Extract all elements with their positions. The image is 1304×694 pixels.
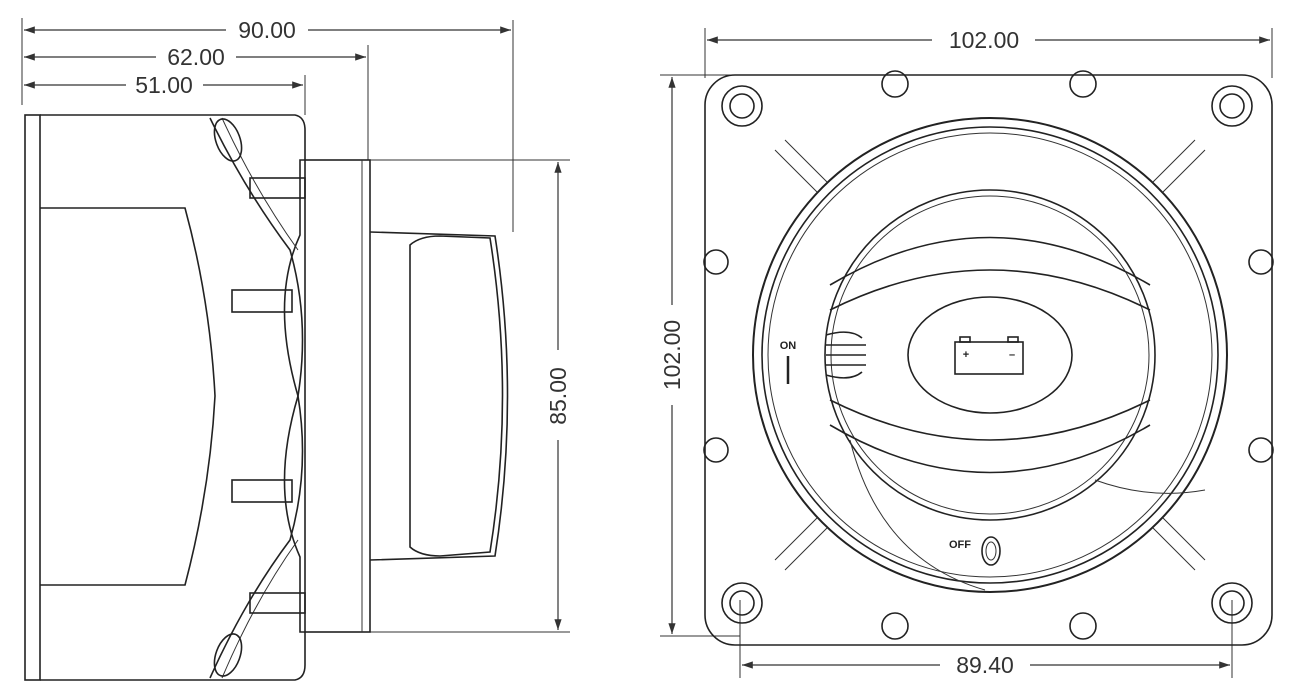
- grip-ridges: [825, 331, 866, 379]
- dim-overall-depth: 90.00: [24, 17, 511, 43]
- battery-minus-label: –: [1009, 349, 1015, 361]
- dim-label: 102.00: [659, 320, 685, 390]
- dim-flange-height: 85.00: [545, 162, 571, 630]
- on-label: ON: [780, 340, 797, 352]
- front-view: 102.00 102.00 89.40: [659, 27, 1274, 678]
- dim-label: 102.00: [949, 27, 1019, 53]
- dim-label: 90.00: [238, 17, 296, 43]
- dim-body-depth: 51.00: [24, 72, 303, 98]
- dim-hole-spacing: 89.40: [742, 652, 1230, 678]
- dim-width: 102.00: [707, 27, 1270, 53]
- dim-flange-depth: 62.00: [24, 44, 366, 70]
- off-label: OFF: [949, 539, 971, 551]
- side-view: 90.00 62.00 51.00 85.00: [21, 17, 571, 681]
- dim-label: 51.00: [135, 72, 193, 98]
- dim-label: 62.00: [167, 44, 225, 70]
- mounting-holes: [703, 70, 1274, 640]
- dim-label: 85.00: [545, 367, 571, 425]
- battery-icon: + –: [954, 336, 1024, 375]
- battery-plus-label: +: [963, 349, 969, 361]
- dim-height: 102.00: [659, 77, 685, 634]
- dim-label: 89.40: [956, 652, 1014, 678]
